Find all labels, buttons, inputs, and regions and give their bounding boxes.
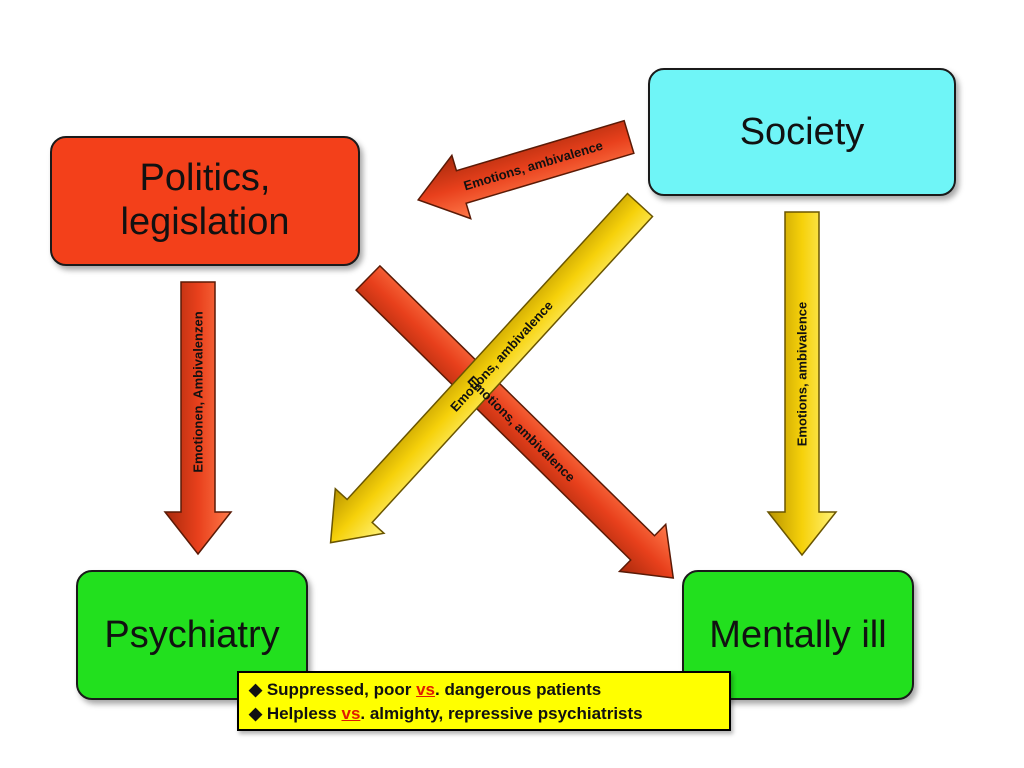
arrow-society-to-mentally-ill: Emotions, ambivalence bbox=[766, 211, 838, 557]
note-line-1-after: . dangerous patients bbox=[435, 680, 602, 699]
arrow-politics-to-psychiatry: Emotionen, Ambivalenzen bbox=[163, 281, 233, 556]
arrow-label-politics-to-mentally-ill: Emotions, ambivalence bbox=[465, 373, 579, 485]
arrow-society-to-politics: Emotions, ambivalence bbox=[416, 119, 635, 220]
note-line-2-after: . almighty, repressive psychiatrists bbox=[360, 704, 643, 723]
note-line-1-vs: vs bbox=[416, 680, 435, 699]
note-line-1: ◆ Suppressed, poor vs. dangerous patient… bbox=[249, 678, 729, 702]
node-politics-label-line2: legislation bbox=[120, 201, 290, 243]
arrow-politics-to-mentally-ill bbox=[355, 264, 675, 579]
note-box: ◆ Suppressed, poor vs. dangerous patient… bbox=[237, 671, 731, 731]
bullet-diamond-icon: ◆ bbox=[249, 680, 263, 699]
node-mentally-ill: Mentally ill bbox=[682, 570, 914, 700]
arrow-label-society-to-mentally-ill: Emotions, ambivalence bbox=[795, 302, 810, 447]
node-society: Society bbox=[648, 68, 956, 196]
node-politics-label-line1: Politics, bbox=[139, 157, 271, 200]
note-line-1-before: Suppressed, poor bbox=[266, 680, 412, 699]
node-politics-legislation: Politics, legislation bbox=[50, 136, 360, 266]
node-mentally-ill-label: Mentally ill bbox=[709, 613, 887, 656]
node-psychiatry-label: Psychiatry bbox=[104, 613, 280, 656]
arrow-label-politics-to-psychiatry: Emotionen, Ambivalenzen bbox=[191, 311, 206, 472]
arrow-label-group-politics-to-mentally-ill: Emotions, ambivalence bbox=[465, 373, 579, 485]
note-line-2-vs: vs bbox=[341, 704, 361, 723]
node-society-label: Society bbox=[739, 110, 865, 153]
bullet-diamond-icon: ◆ bbox=[249, 704, 263, 723]
note-line-2-before: Helpless bbox=[266, 704, 337, 723]
note-line-2: ◆ Helpless vs. almighty, repressive psyc… bbox=[249, 702, 729, 726]
